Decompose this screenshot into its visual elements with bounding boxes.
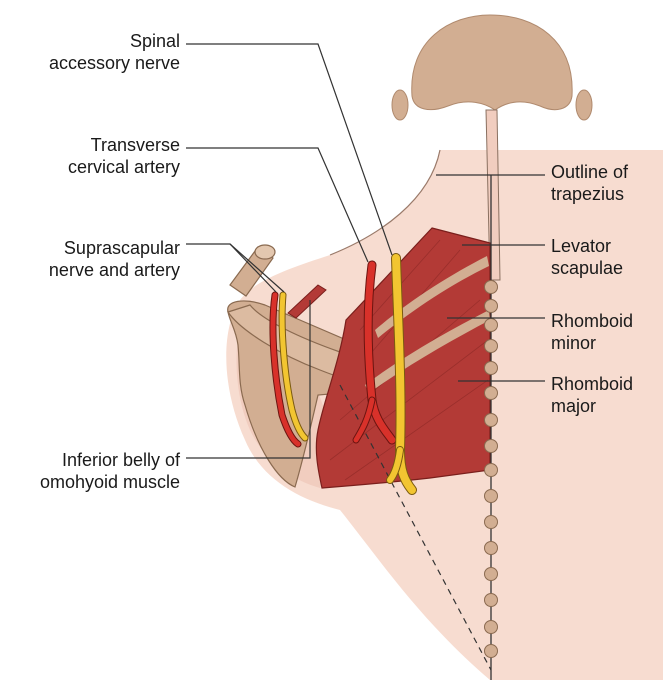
label-line: Spinal	[49, 30, 180, 52]
leader-spinal-accessory	[186, 44, 392, 255]
label-line: Suprascapular	[49, 237, 180, 259]
skull-base	[412, 15, 572, 110]
label-line: trapezius	[551, 183, 628, 205]
label-line: minor	[551, 332, 633, 354]
label-suprascapular-nerve-and-artery: Suprascapular nerve and artery	[49, 237, 180, 281]
label-rhomboid-minor: Rhomboid minor	[551, 310, 633, 354]
mastoid-right	[576, 90, 592, 120]
label-line: cervical artery	[68, 156, 180, 178]
label-line: Outline of	[551, 161, 628, 183]
label-levator-scapulae: Levator scapulae	[551, 235, 623, 279]
mastoid-left	[392, 90, 408, 120]
label-transverse-cervical-artery: Transverse cervical artery	[68, 134, 180, 178]
label-line: accessory nerve	[49, 52, 180, 74]
label-line: Inferior belly of	[40, 449, 180, 471]
label-line: scapulae	[551, 257, 623, 279]
label-line: Transverse	[68, 134, 180, 156]
label-rhomboid-major: Rhomboid major	[551, 373, 633, 417]
leader-transverse-cervical	[186, 148, 368, 262]
label-inferior-belly-omohyoid: Inferior belly of omohyoid muscle	[40, 449, 180, 493]
label-line: Rhomboid	[551, 310, 633, 332]
label-outline-of-trapezius: Outline of trapezius	[551, 161, 628, 205]
label-line: omohyoid muscle	[40, 471, 180, 493]
label-line: major	[551, 395, 633, 417]
label-line: nerve and artery	[49, 259, 180, 281]
label-line: Rhomboid	[551, 373, 633, 395]
label-line: Levator	[551, 235, 623, 257]
label-spinal-accessory-nerve: Spinal accessory nerve	[49, 30, 180, 74]
